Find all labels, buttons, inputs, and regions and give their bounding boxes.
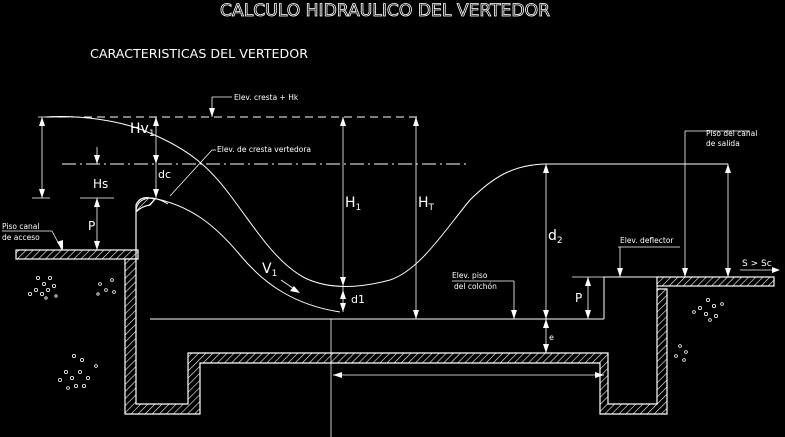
crest-profile: [135, 197, 169, 250]
label-slope: S > Sc: [742, 259, 772, 269]
label-p-left: P: [88, 219, 95, 233]
leader-canal-acceso-v: [51, 230, 63, 251]
label-d1: d1: [351, 293, 365, 306]
soil-dots-right: [692, 297, 724, 322]
label-dc: dc: [158, 168, 171, 181]
leader-cresta-vertedora: [169, 149, 213, 197]
label-elev-cresta-hk: Elev. cresta + Hk: [234, 93, 299, 102]
label-e: e: [549, 333, 554, 342]
label-hv1: Hv1: [130, 121, 155, 139]
label-h1: H1: [345, 195, 361, 213]
nappe-lower-surface: [151, 197, 341, 313]
access-channel-floor: [15, 249, 139, 260]
label-elev-cresta-vertedora: Elev. de cresta vertedora: [217, 145, 311, 154]
upper-water-surface: [44, 116, 728, 287]
label-hs: Hs: [93, 177, 108, 191]
label-p-right: P: [575, 291, 582, 305]
label-elev-piso-colchon-1: Elev. piso: [452, 271, 488, 280]
soil-dots-left-top: [27, 275, 58, 300]
label-d2: d2: [548, 228, 563, 246]
label-piso-canal-acceso-1: Piso canal: [2, 222, 39, 231]
drawing-subtitle: CARACTERISTICAS DEL VERTEDOR: [90, 47, 308, 61]
deflector-block: [603, 276, 658, 319]
label-elev-deflector: Elev. deflector: [620, 236, 674, 245]
exit-channel-floor: [656, 276, 775, 287]
label-elev-piso-colchon-2: del colchón: [454, 282, 497, 291]
label-piso-canal-salida-2: de salida: [706, 139, 740, 148]
soil-dots-left-mid: [96, 278, 116, 296]
soil-dots-right-lower: [674, 344, 688, 362]
label-ht: HT: [418, 195, 435, 213]
spillway-structure: [15, 197, 775, 415]
label-v1: V1: [262, 261, 277, 279]
drawing-title: CALCULO HIDRAULICO DEL VERTEDOR: [220, 1, 550, 21]
label-piso-canal-salida-1: Piso del canal: [706, 129, 757, 138]
label-piso-canal-acceso-2: de acceso: [2, 233, 40, 242]
soil-dots-left-bottom: [58, 353, 98, 390]
spillway-crest-wall: [124, 197, 668, 415]
